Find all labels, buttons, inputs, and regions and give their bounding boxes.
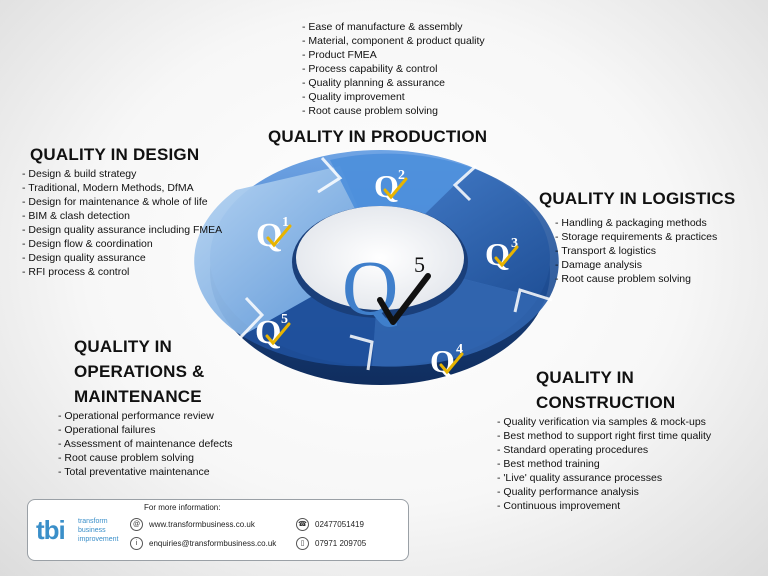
email-link[interactable]: enquiries@transformbusiness.co.uk [149,539,277,548]
operations-title-line: QUALITY IN [74,337,173,356]
separator-3-4 [513,288,553,313]
logo-tagline-line: improvement [78,536,119,543]
production-title: QUALITY IN PRODUCTION [268,127,488,146]
segment-q3-letter: Q [485,236,510,272]
mobile-row: ▯ 07971 209705 [296,537,366,550]
production-item: Process capability & control [302,62,485,76]
construction-item: 'Live' quality assurance processes [497,471,711,485]
segment-q1-letter: Q [256,217,282,254]
contact-title: For more information: [144,503,221,512]
operations-item: Operational performance review [58,409,233,423]
operations-item: Total preventative maintenance [58,465,233,479]
logo-tagline-line: transform [78,518,108,525]
design-item: RFI process & control [22,265,222,279]
segment-q5-letter: Q [255,314,281,351]
web-icon: @ [130,518,143,531]
phone-icon: ☎ [296,518,309,531]
segment-q4-letter: Q [430,343,455,379]
segment-q1-check-icon [266,224,292,248]
segment-q4-check-icon [439,352,464,375]
separator-5-1 [238,296,265,340]
logistics-title: QUALITY IN LOGISTICS [539,189,736,208]
design-title: QUALITY IN DESIGN [30,145,200,164]
design-item: Design quality assurance [22,251,222,265]
production-item: Root cause problem solving [302,104,485,118]
email-row: i enquiries@transformbusiness.co.uk [130,537,276,550]
design-item: Traditional, Modern Methods, DfMA [22,181,222,195]
phone-row: ☎ 02477051419 [296,518,364,531]
segment-q2-letter: Q [374,168,399,204]
construction-item: Standard operating procedures [497,443,711,457]
design-item: Design & build strategy [22,167,222,181]
logistics-list: Handling & packaging methods Storage req… [555,216,717,286]
design-item: Design for maintenance & whole of life [22,195,222,209]
segment-q1-shape [194,166,380,336]
website-link[interactable]: www.transformbusiness.co.uk [149,520,255,529]
construction-item: Best method to support right first time … [497,429,711,443]
separator-1-2 [317,156,343,194]
logistics-item: Root cause problem solving [555,272,717,286]
operations-title-line: MAINTENANCE [74,387,202,406]
operations-item: Assessment of maintenance defects [58,437,233,451]
construction-list: Quality verification via samples & mock-… [497,415,711,513]
segment-q2-check-icon [383,177,408,200]
operations-item: Operational failures [58,423,233,437]
production-item: Ease of manufacture & assembly [302,20,485,34]
construction-item: Continuous improvement [497,499,711,513]
operations-title-line: OPERATIONS & [74,362,205,381]
center-check-icon [377,273,431,325]
segment-q1-number: 1 [282,215,289,230]
logistics-item: Handling & packaging methods [555,216,717,230]
design-item: BIM & clash detection [22,209,222,223]
segment-q2-shape [330,153,472,258]
separator-2-3 [452,164,478,202]
info-icon: i [130,537,143,550]
contact-box: For more information: tbi transform busi… [27,499,409,561]
segment-q5-number: 5 [281,312,288,327]
operations-title: QUALITY IN OPERATIONS & MAINTENANCE [74,334,205,409]
design-item: Design flow & coordination [22,237,222,251]
construction-title-line: QUALITY IN [536,368,635,387]
mobile-icon: ▯ [296,537,309,550]
design-list: Design & build strategy Traditional, Mod… [22,167,222,279]
production-item: Quality planning & assurance [302,76,485,90]
website-row: @ www.transformbusiness.co.uk [130,518,255,531]
construction-item: Quality performance analysis [497,485,711,499]
production-item: Quality improvement [302,90,485,104]
segment-q3-number: 3 [511,236,518,251]
logistics-item: Storage requirements & practices [555,230,717,244]
operations-list: Operational performance review Operation… [58,409,233,479]
separator-4-5 [349,334,374,371]
production-list: Ease of manufacture & assembly Material,… [302,20,485,118]
segment-q3-check-icon [494,245,519,268]
mobile-number[interactable]: 07971 209705 [315,539,367,548]
construction-item: Best method training [497,457,711,471]
center-q-number: 5 [414,252,425,277]
logo-tagline: transform business improvement [78,517,138,544]
design-item: Design quality assurance including FMEA [22,223,222,237]
phone-number[interactable]: 02477051419 [315,520,364,529]
logistics-item: Damage analysis [555,258,717,272]
operations-item: Root cause problem solving [58,451,233,465]
production-item: Material, component & product quality [302,34,484,48]
construction-item: Quality verification via samples & mock-… [497,415,711,429]
segment-q2-number: 2 [398,168,405,183]
logo-tagline-line: business [78,527,106,534]
segment-q5-check-icon [265,322,291,346]
production-item: Product FMEA [302,48,485,62]
construction-title-line: CONSTRUCTION [536,393,676,412]
logistics-item: Transport & logistics [555,244,717,258]
tbi-logo: tbi [36,515,66,545]
construction-title: QUALITY IN CONSTRUCTION [536,365,675,415]
segment-q4-number: 4 [456,342,463,357]
